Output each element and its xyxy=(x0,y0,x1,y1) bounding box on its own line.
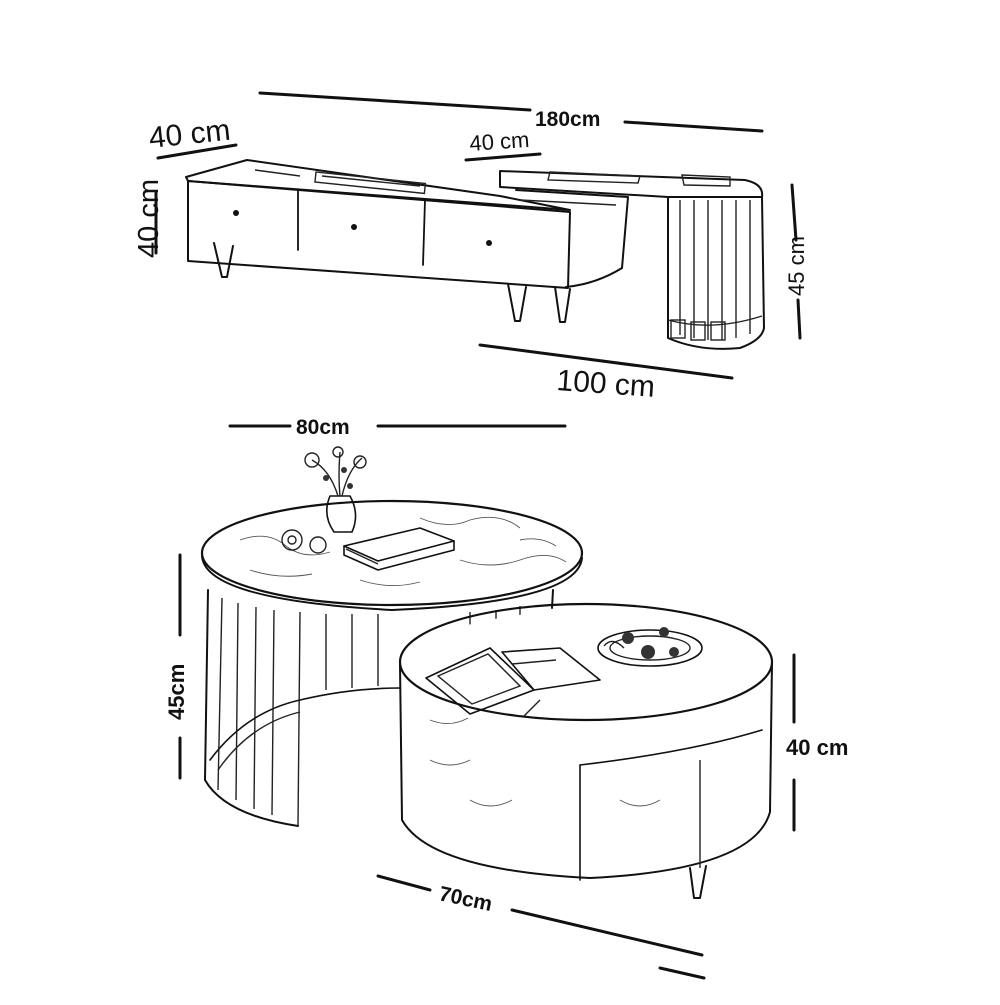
extension-height-label: 45 cm xyxy=(784,236,809,296)
small-table-diameter-label: 70cm xyxy=(437,882,494,916)
dim-line-180-left xyxy=(258,91,532,112)
small-round-coffee-table xyxy=(398,602,774,899)
dim-line-40-ext xyxy=(464,152,542,162)
small-table-height-label: 40 cm xyxy=(786,735,848,760)
dim-line-45-upper xyxy=(790,183,798,242)
cabinet-height-label: 40 cm xyxy=(133,179,165,258)
dim-line-70-left xyxy=(376,874,432,892)
dim-line-40-depth xyxy=(156,143,238,160)
dim-line-70-extra xyxy=(658,966,706,980)
large-table-diameter-label: 80cm xyxy=(296,416,350,439)
tv-cabinet xyxy=(185,159,571,323)
dim-line-100 xyxy=(478,343,734,380)
extension-length-label: 100 cm xyxy=(556,364,656,404)
dimension-lines xyxy=(154,91,802,980)
dim-line-180-right xyxy=(623,120,764,133)
large-round-coffee-table xyxy=(200,446,584,827)
extension-depth-label: 40 cm xyxy=(469,127,531,156)
dim-line-45-lower xyxy=(796,298,802,340)
tv-cabinet-extension xyxy=(499,170,765,350)
dimension-labels: 180cm 40 cm 40 cm 40 cm 45 cm 100 cm 80c… xyxy=(133,108,848,916)
large-table-height-label: 45cm xyxy=(164,664,189,720)
dim-line-70-right xyxy=(510,908,704,957)
cabinet-length-label: 180cm xyxy=(535,108,600,131)
